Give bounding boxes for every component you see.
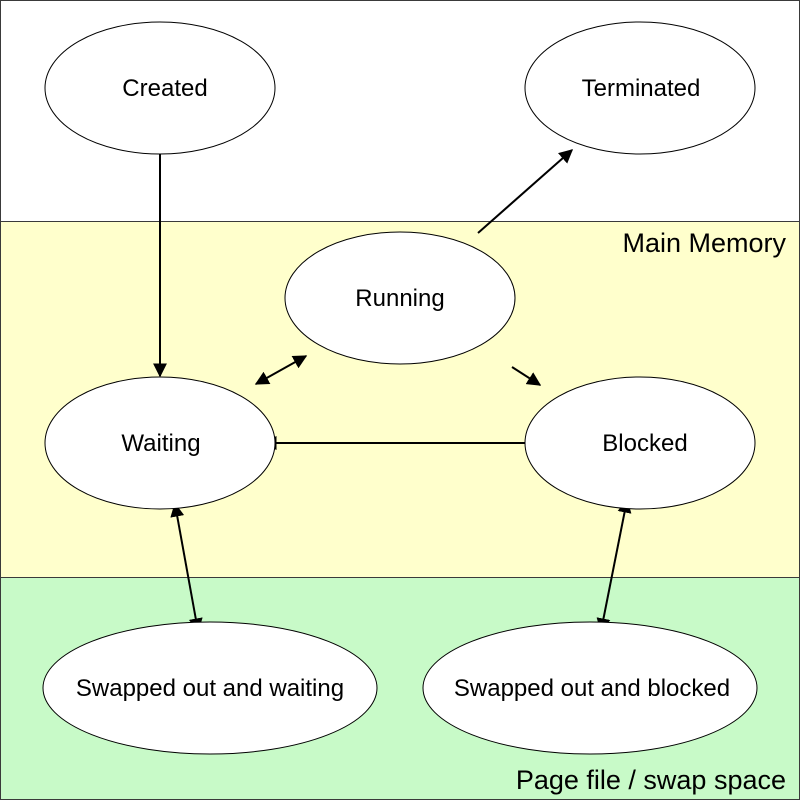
edge-running-to-blocked: [511, 366, 542, 386]
state-terminated-label: Terminated: [582, 75, 701, 102]
state-created-label: Created: [122, 75, 207, 102]
state-waiting: Waiting: [44, 376, 276, 510]
state-blocked-label: Blocked: [602, 430, 687, 457]
state-created: Created: [44, 21, 276, 155]
state-swapped-out-waiting: Swapped out and waiting: [42, 621, 378, 755]
edge-waiting-swapped-waiting: [170, 502, 203, 633]
state-swapped-out-waiting-label: Swapped out and waiting: [76, 675, 344, 702]
edge-blocked-swapped-blocked: [596, 498, 632, 633]
state-swapped-out-blocked-label: Swapped out and blocked: [454, 675, 730, 702]
state-running: Running: [284, 231, 516, 365]
state-blocked: Blocked: [524, 376, 756, 510]
state-waiting-label: Waiting: [121, 430, 200, 457]
state-running-label: Running: [355, 285, 444, 312]
swap-zone-label: Page file / swap space: [516, 765, 786, 795]
edge-running-to-terminated: [477, 149, 574, 234]
main-memory-zone-label: Main Memory: [622, 228, 786, 258]
state-terminated: Terminated: [524, 21, 756, 155]
state-swapped-out-blocked: Swapped out and blocked: [422, 621, 758, 755]
edge-waiting-running: [254, 355, 308, 385]
